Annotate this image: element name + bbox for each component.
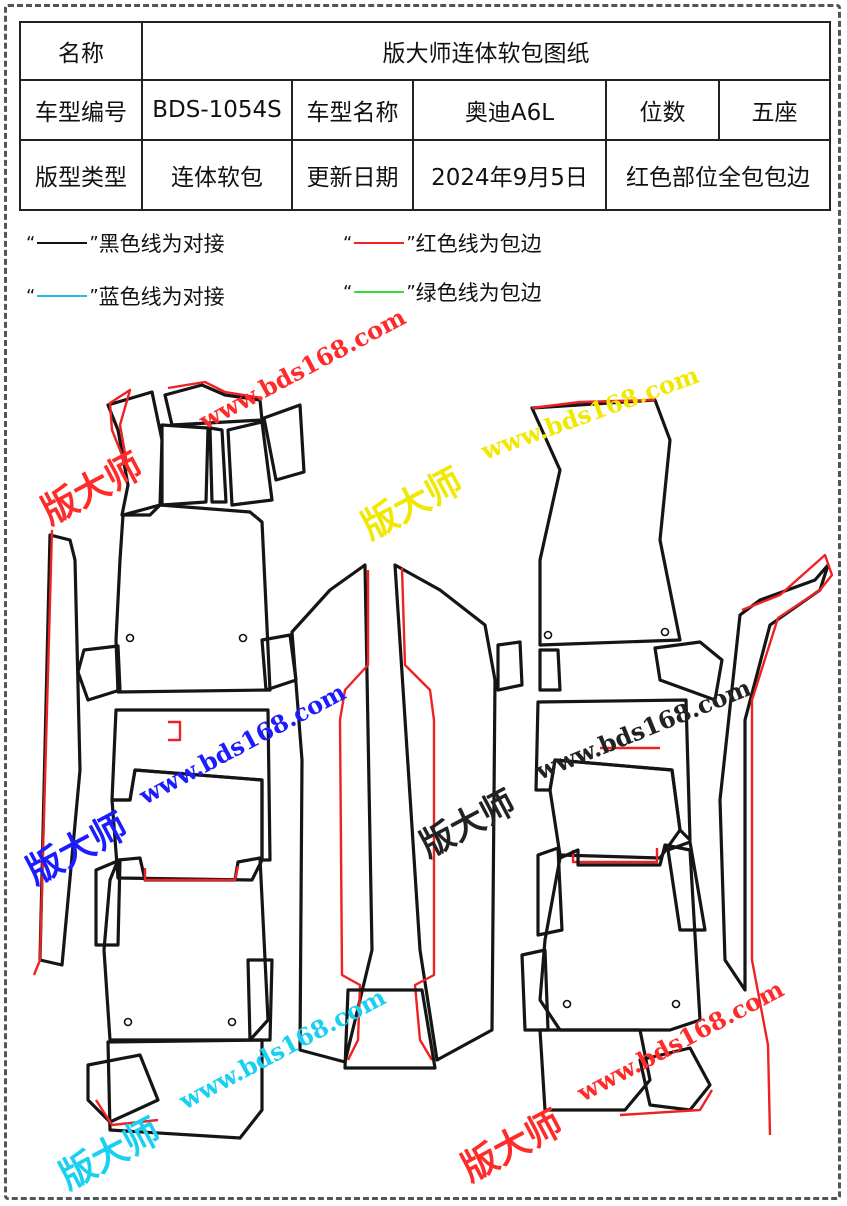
quote-mark: “ bbox=[343, 281, 353, 303]
pattern-piece bbox=[76, 644, 122, 702]
pattern-piece bbox=[106, 1038, 264, 1140]
pattern-piece bbox=[496, 640, 524, 692]
punch-hole bbox=[238, 633, 248, 643]
watermark-brand: 版大师 bbox=[455, 1102, 570, 1190]
binding-edge bbox=[94, 1099, 159, 1127]
model-no-label: 车型编号 bbox=[19, 79, 143, 141]
binding-edge bbox=[108, 388, 132, 472]
pattern-piece bbox=[538, 648, 562, 692]
note-value: 红色部位全包包边 bbox=[604, 139, 832, 211]
binding-edge bbox=[571, 848, 659, 864]
legend-green-label: 绿色线为包边 bbox=[415, 281, 542, 305]
binding-edge bbox=[741, 553, 834, 1136]
pattern-piece bbox=[520, 948, 550, 1032]
pattern-piece bbox=[262, 403, 306, 482]
punch-holes bbox=[123, 627, 681, 1027]
right-rear-column bbox=[520, 398, 834, 1136]
punch-hole bbox=[123, 1017, 133, 1027]
table-row: 版型类型 连体软包 更新日期 2024年9月5日 红色部位全包包边 bbox=[19, 139, 832, 211]
dashed-page-border bbox=[4, 4, 841, 1200]
pattern-piece bbox=[208, 426, 228, 504]
pattern-piece bbox=[343, 988, 437, 1070]
pattern-piece bbox=[114, 503, 272, 694]
pattern-piece bbox=[226, 420, 274, 507]
legend-blue: “ ” 蓝色线为对接 bbox=[26, 281, 225, 311]
center-tunnel bbox=[290, 563, 524, 1070]
punch-hole bbox=[125, 633, 135, 643]
pattern-piece bbox=[38, 533, 82, 967]
model-name-value: 奥迪A6L bbox=[412, 79, 607, 141]
binding-edge bbox=[619, 1089, 714, 1117]
date-label: 更新日期 bbox=[291, 139, 414, 211]
pattern-piece bbox=[538, 843, 702, 1032]
type-value: 连体软包 bbox=[141, 139, 293, 211]
watermark-brand: 版大师 bbox=[35, 445, 150, 533]
legend-red: “ ” 红色线为包边 bbox=[343, 228, 542, 258]
pattern-piece bbox=[638, 1046, 712, 1112]
table-row: 名称 版大师连体软包图纸 bbox=[19, 21, 832, 81]
punch-hole bbox=[660, 627, 670, 637]
binding-edge bbox=[338, 570, 370, 1061]
pattern-piece bbox=[718, 563, 830, 992]
seats-value: 五座 bbox=[717, 79, 832, 141]
legend-blue-label: 蓝色线为对接 bbox=[98, 285, 225, 309]
punch-hole bbox=[543, 630, 553, 640]
pattern-piece bbox=[94, 858, 122, 947]
quote-mark: “ bbox=[343, 232, 353, 254]
pattern-piece bbox=[160, 423, 210, 507]
watermarks: 版大师 www.bds168.com 版大师 www.bds168.com 版大… bbox=[20, 302, 789, 1198]
red-line-sample bbox=[354, 242, 405, 244]
pattern-piece bbox=[86, 1053, 160, 1124]
blue-line-sample bbox=[37, 295, 88, 297]
binding-edge bbox=[400, 567, 436, 1061]
type-label: 版型类型 bbox=[19, 139, 143, 211]
quote-mark: “ bbox=[26, 285, 36, 307]
watermark-site: www.bds168.com bbox=[173, 982, 390, 1116]
black-line-sample bbox=[37, 242, 88, 244]
spec-table: 名称 版大师连体软包图纸 车型编号 BDS-1054S 车型名称 奥迪A6L 位… bbox=[19, 21, 832, 211]
punch-hole bbox=[671, 999, 681, 1009]
pattern-piece bbox=[548, 758, 682, 860]
pattern-piece bbox=[110, 768, 264, 882]
binding-edge bbox=[168, 720, 182, 742]
table-row: 车型编号 BDS-1054S 车型名称 奥迪A6L 位数 五座 bbox=[19, 79, 832, 141]
name-value: 版大师连体软包图纸 bbox=[140, 21, 832, 81]
quote-mark: “ bbox=[26, 232, 36, 254]
pattern-piece bbox=[653, 640, 724, 702]
pattern-piece bbox=[106, 390, 164, 517]
binding-edge bbox=[143, 865, 240, 882]
quote-mark: ” bbox=[89, 232, 99, 254]
pattern-piece bbox=[538, 1028, 652, 1112]
legend-red-label: 红色线为包边 bbox=[415, 232, 542, 256]
watermark-brand: 版大师 bbox=[355, 460, 470, 548]
quote-mark: ” bbox=[406, 232, 416, 254]
pattern-piece bbox=[666, 840, 707, 932]
pattern-piece bbox=[393, 563, 497, 1062]
watermark-brand: 版大师 bbox=[413, 783, 522, 866]
watermark-site: www.bds168.com bbox=[133, 677, 350, 811]
quote-mark: ” bbox=[406, 281, 416, 303]
model-no-value: BDS-1054S bbox=[141, 79, 293, 141]
punch-hole bbox=[227, 1017, 237, 1027]
name-label: 名称 bbox=[19, 21, 143, 81]
legend-black: “ ” 黑色线为对接 bbox=[26, 228, 225, 258]
seats-label: 位数 bbox=[605, 79, 720, 141]
legend-black-label: 黑色线为对接 bbox=[98, 232, 225, 256]
binding-edge bbox=[32, 529, 54, 976]
pattern-piece bbox=[246, 958, 274, 1042]
model-name-label: 车型名称 bbox=[291, 79, 414, 141]
green-line-sample bbox=[354, 291, 405, 293]
quote-mark: ” bbox=[89, 285, 99, 307]
binding-edge bbox=[531, 398, 656, 410]
watermark-site: www.bds168.com bbox=[571, 974, 788, 1108]
pattern-piece bbox=[536, 846, 564, 937]
pattern-piece bbox=[530, 398, 682, 647]
punch-hole bbox=[562, 999, 572, 1009]
pattern-piece bbox=[102, 856, 270, 1042]
legend-green: “ ” 绿色线为包边 bbox=[343, 277, 542, 307]
binding-edge bbox=[167, 380, 263, 400]
date-value: 2024年9月5日 bbox=[412, 139, 607, 211]
